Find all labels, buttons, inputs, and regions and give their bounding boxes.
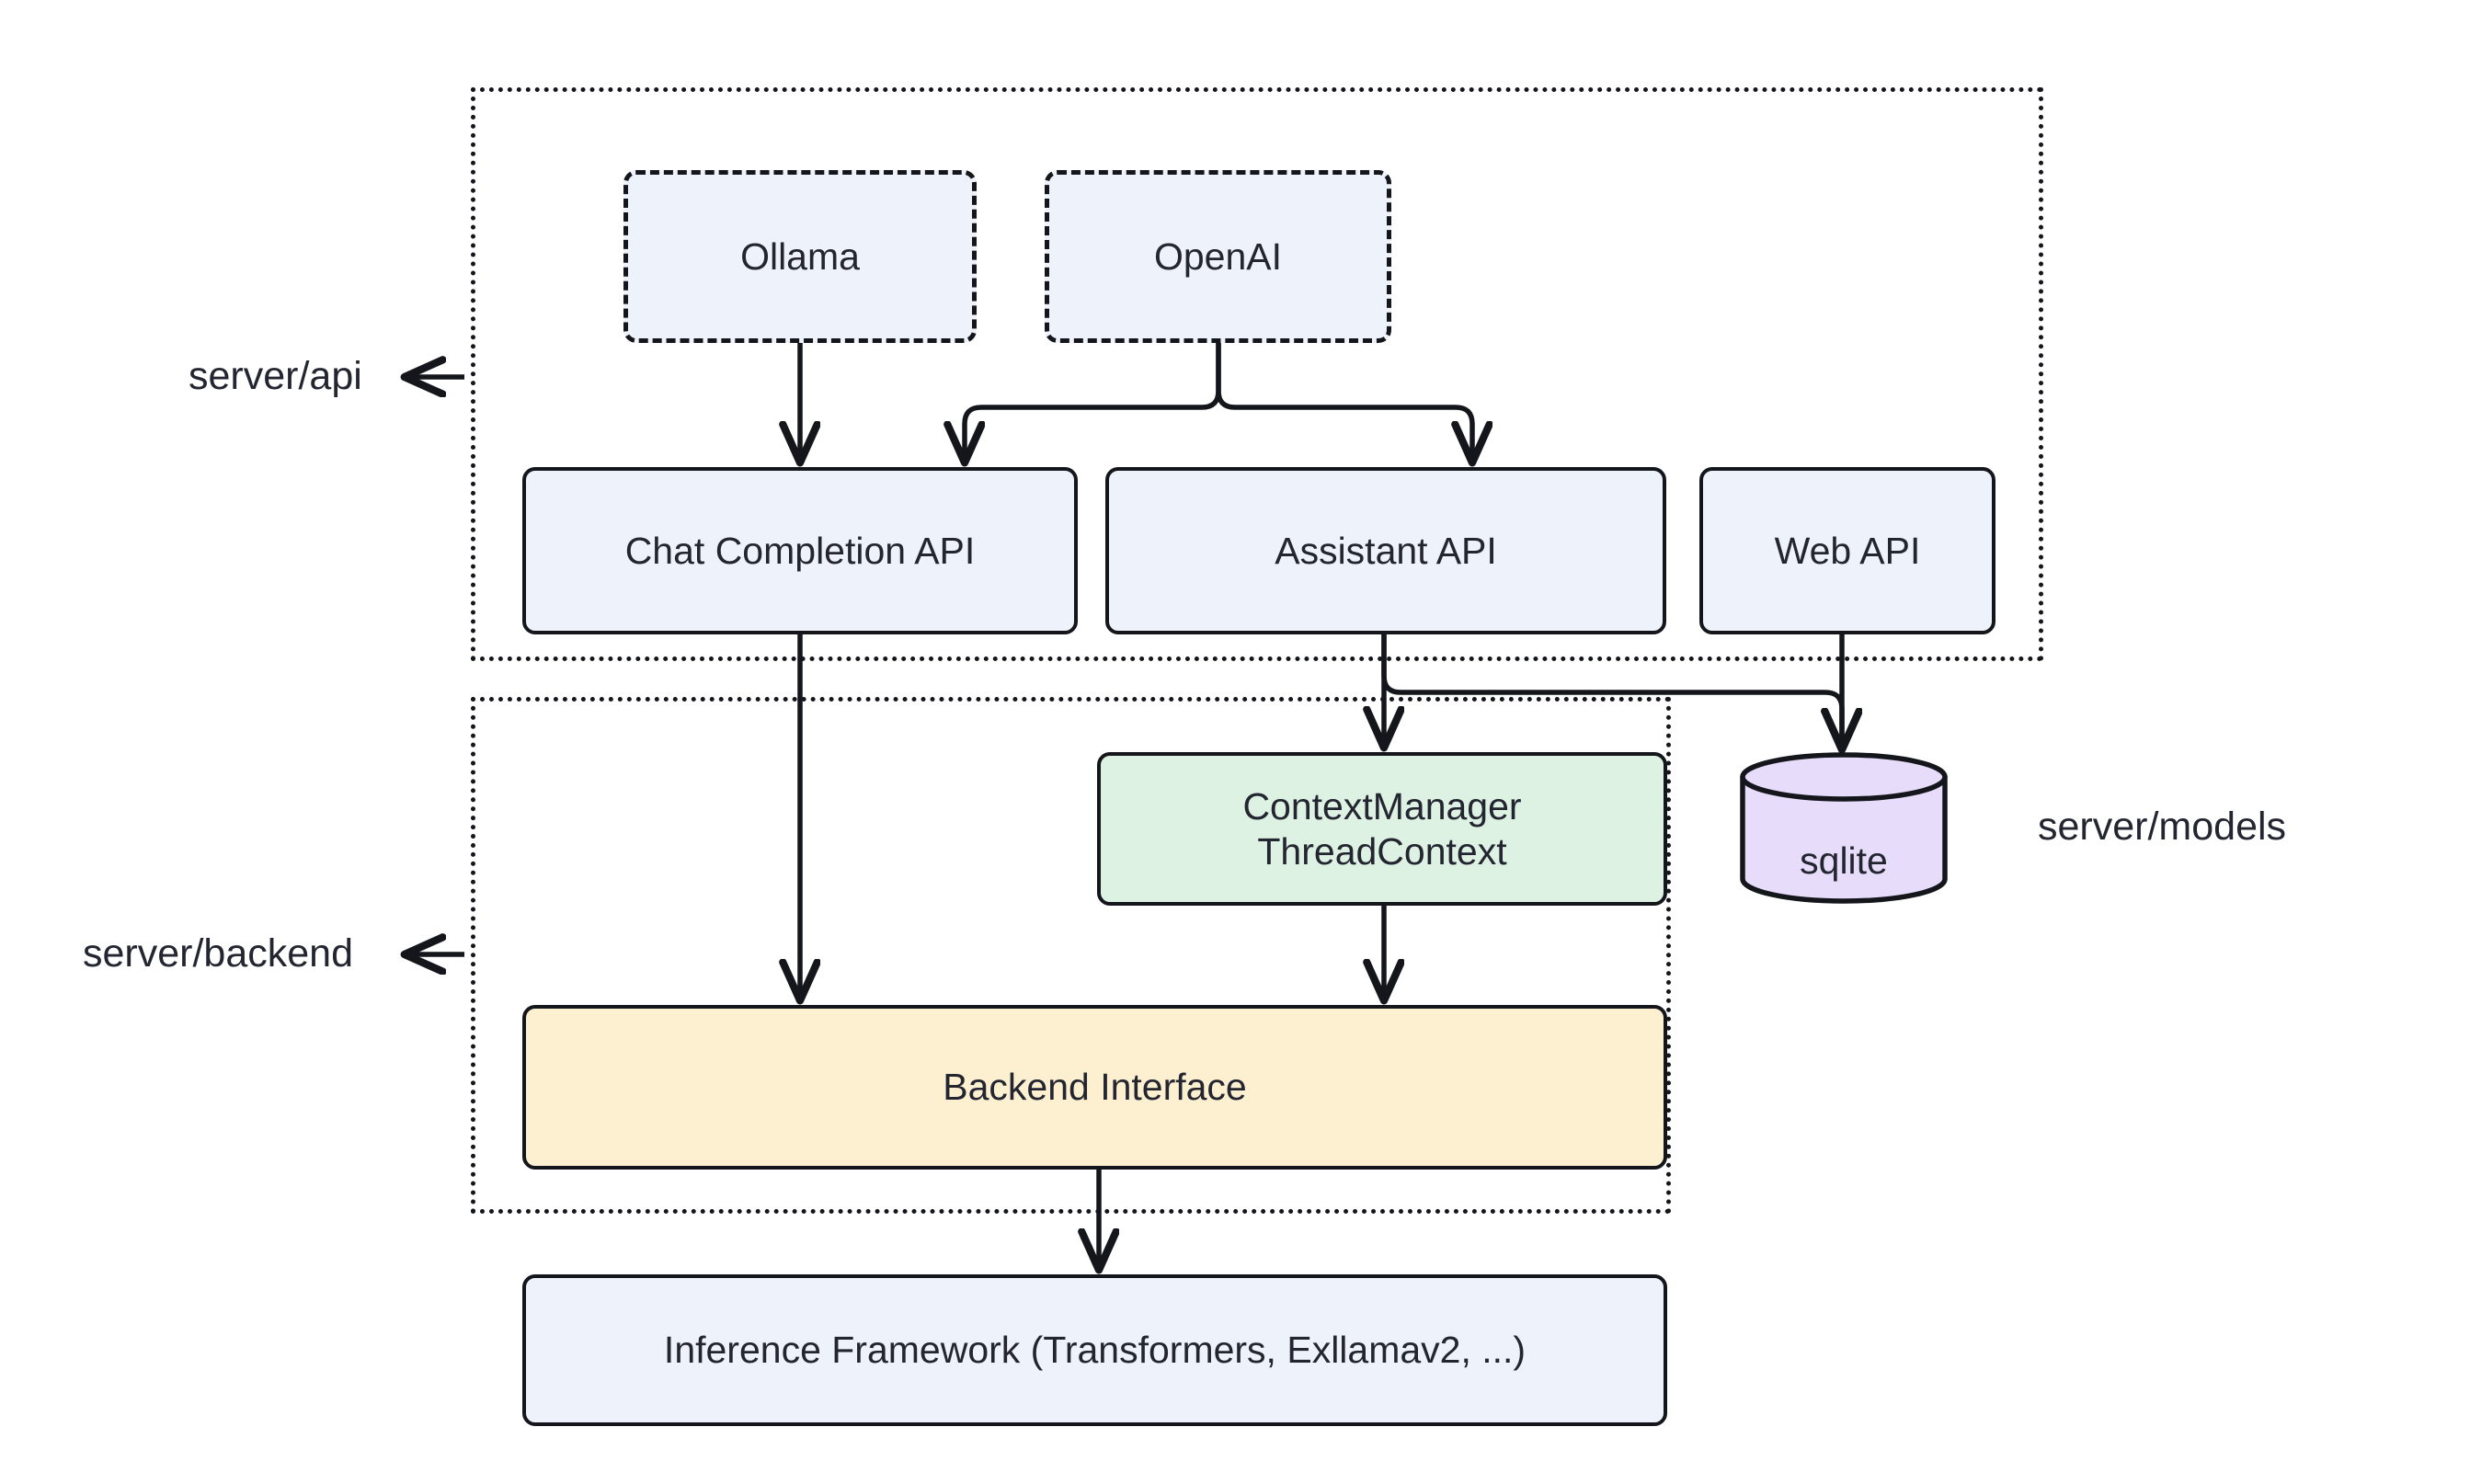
node-backend-interface[interactable]: Backend Interface: [522, 1005, 1667, 1170]
edge-openai-to-assistant-api: [1216, 342, 1472, 460]
cylinder-shape: [1740, 752, 1948, 904]
node-inference-framework[interactable]: Inference Framework (Transformers, Exlla…: [522, 1274, 1667, 1426]
node-openai-label: OpenAI: [1153, 234, 1283, 278]
node-chat-completion-api-label: Chat Completion API: [624, 529, 976, 572]
node-assistant-api-label: Assistant API: [1275, 529, 1497, 572]
node-backend-interface-label: Backend Interface: [943, 1066, 1247, 1109]
group-server-api: [471, 87, 2043, 661]
node-context-manager[interactable]: ContextManager ThreadContext: [1097, 752, 1667, 906]
label-server-models: server/models: [2038, 805, 2287, 849]
node-ollama[interactable]: Ollama: [623, 170, 977, 343]
node-inference-framework-label: Inference Framework (Transformers, Exlla…: [663, 1329, 1527, 1372]
node-ollama-label: Ollama: [740, 234, 860, 278]
node-sqlite[interactable]: sqlite: [1738, 752, 1950, 904]
node-web-api-label: Web API: [1774, 529, 1921, 572]
label-server-api: server/api: [189, 354, 362, 398]
node-openai[interactable]: OpenAI: [1045, 170, 1391, 343]
node-chat-completion-api[interactable]: Chat Completion API: [522, 467, 1078, 634]
node-web-api[interactable]: Web API: [1699, 467, 1995, 634]
node-context-manager-label: ContextManager ThreadContext: [1242, 785, 1522, 873]
label-server-backend: server/backend: [83, 931, 353, 976]
group-server-backend: [471, 697, 1671, 1214]
node-assistant-api[interactable]: Assistant API: [1105, 467, 1666, 634]
